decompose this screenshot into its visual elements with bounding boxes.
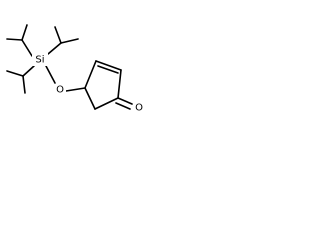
isopropyl-group-lower-left xyxy=(6,65,35,94)
bond-si-ch-right xyxy=(47,42,62,55)
ether-oxygen-atom: O xyxy=(54,84,66,97)
carbonyl-oxygen-label: O xyxy=(135,103,143,114)
bond-o-ring xyxy=(65,87,86,92)
bond-ch-methyl-lower-a xyxy=(6,70,24,77)
bond-ch-methyl-right-b xyxy=(60,38,79,44)
bond-ch-methyl-right-a xyxy=(54,26,62,44)
cyclopentenone-ring xyxy=(84,60,122,110)
carbonyl-oxygen-atom: O xyxy=(133,102,145,115)
bond-si-o xyxy=(45,65,56,84)
bond-ch-methyl-left-b xyxy=(21,24,28,41)
isopropyl-group-upper-left xyxy=(6,24,33,57)
bond-c1-c5 xyxy=(94,97,119,110)
bond-c3-c2 xyxy=(95,60,122,71)
bond-ch-methyl-lower-b xyxy=(22,75,26,94)
ether-oxygen-label: O xyxy=(56,85,64,96)
bond-c3-c2-double xyxy=(97,65,119,74)
molecule-drawing: Si O O xyxy=(6,24,145,115)
structure-canvas: Si O O xyxy=(0,0,150,150)
bond-c1-o xyxy=(117,97,133,105)
bond-ch-methyl-left-a xyxy=(6,38,23,41)
bond-si-ch-lower xyxy=(22,65,35,77)
carbonyl-group xyxy=(115,97,133,110)
isopropyl-group-upper-right xyxy=(47,26,79,55)
bond-c2-c1 xyxy=(117,69,122,99)
silicon-atom: Si xyxy=(32,53,48,66)
bond-c5-c4 xyxy=(84,87,96,110)
bond-c1-o-double xyxy=(115,102,131,110)
bond-c4-c3 xyxy=(84,60,97,89)
bond-si-ch-left xyxy=(21,39,33,57)
silicon-label: Si xyxy=(35,55,44,66)
